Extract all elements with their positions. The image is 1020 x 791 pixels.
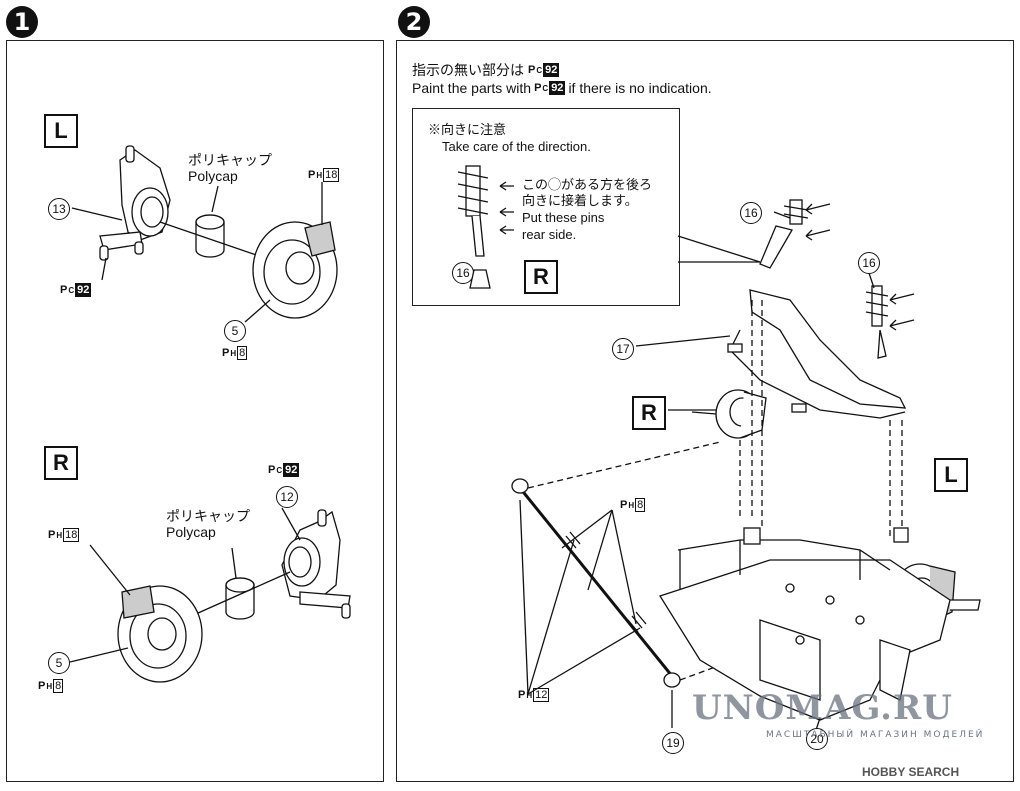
- part-number-shock-right: 16: [858, 252, 880, 274]
- watermark-subtitle: МАСШТАБНЫЙ МАГАЗИН МОДЕЛЕЙ: [766, 730, 985, 740]
- part-number-disc: 5: [224, 320, 246, 342]
- step-2-badge: 2: [398, 6, 430, 38]
- callout-title-jp: ※向きに注意: [428, 122, 507, 137]
- left-side-box: L: [44, 114, 78, 148]
- part-number-upper-arm: 17: [612, 338, 634, 360]
- right-front-box: R: [632, 396, 666, 430]
- step-1-badge: 1: [6, 6, 38, 38]
- polycap-label-jp: ポリキャップ: [188, 152, 272, 168]
- callout-line2-jp: 向きに接着します。: [522, 193, 638, 208]
- part-number-knuckle: 13: [48, 198, 70, 220]
- part-number-chassis: 20: [806, 728, 828, 750]
- polycap-label-en-right: Polycap: [166, 524, 216, 540]
- part-number-disc-right: 5: [48, 652, 70, 674]
- left-front-box: L: [934, 458, 968, 492]
- polycap-label-jp-right: ポリキャップ: [166, 508, 250, 524]
- part-number-shock-left: 16: [740, 202, 762, 224]
- callout-line2-en: rear side.: [522, 227, 577, 242]
- polycap-label-en: Polycap: [188, 168, 238, 184]
- watermark-logo: UNOMAG.RU: [692, 688, 953, 728]
- callout-line1-en: Put these pins: [522, 210, 605, 225]
- part-number-knuckle-right: 12: [276, 486, 298, 508]
- right-side-box: R: [44, 446, 78, 480]
- callout-line1-jp: この◯がある方を後ろ: [522, 177, 653, 192]
- callout-title-en: Take care of the direction.: [442, 139, 591, 154]
- callout-right-box: R: [524, 260, 558, 294]
- part-number-tie-rod: 19: [662, 732, 684, 754]
- hobby-search-brand: HOBBY SEARCH: [862, 765, 960, 779]
